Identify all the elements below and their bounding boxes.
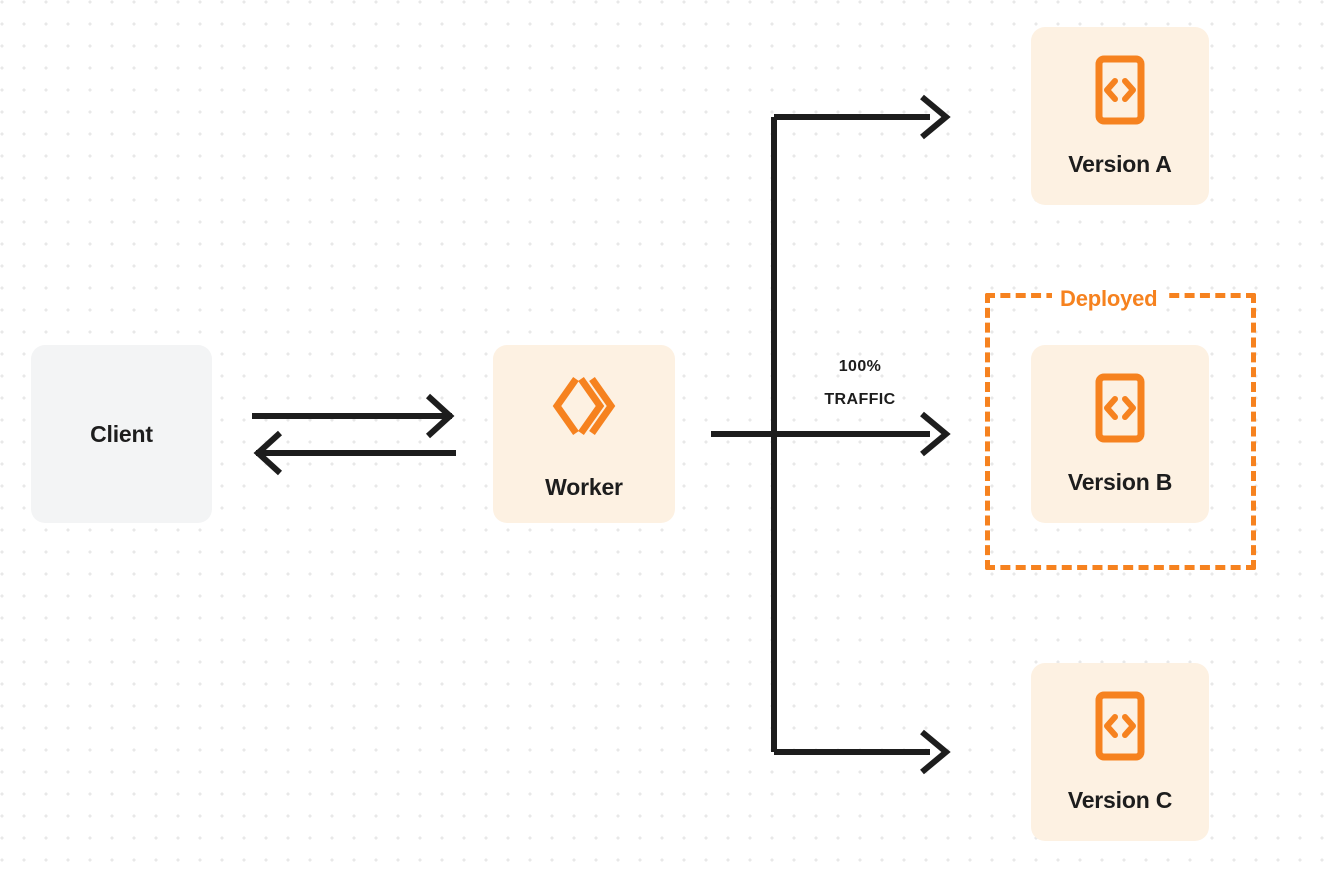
traffic-label: 100% TRAFFIC xyxy=(790,350,930,416)
node-version-c[interactable]: Version C xyxy=(1031,663,1209,841)
edge-head-version-b xyxy=(920,411,951,457)
node-version-a[interactable]: Version A xyxy=(1031,27,1209,205)
edge-worker-to-client xyxy=(253,430,456,476)
node-version-a-label: Version A xyxy=(1068,151,1172,177)
edge-head-version-a xyxy=(920,94,951,140)
traffic-percent: 100% xyxy=(838,358,882,375)
deployed-group-label: Deployed xyxy=(1052,285,1166,313)
node-version-b[interactable]: Version B xyxy=(1031,345,1209,523)
node-version-c-label: Version C xyxy=(1067,787,1173,813)
code-document-icon xyxy=(1089,690,1151,767)
traffic-unit: TRAFFIC xyxy=(824,391,896,408)
edge-head-version-c xyxy=(920,729,951,775)
node-worker-label: Worker xyxy=(545,474,623,500)
node-worker[interactable]: Worker xyxy=(493,345,675,523)
code-document-icon xyxy=(1089,372,1151,449)
edge-client-to-worker xyxy=(252,393,455,439)
node-client-label: Client xyxy=(90,420,153,447)
cloudflare-workers-logo-icon xyxy=(545,367,623,450)
node-client[interactable]: Client xyxy=(31,345,212,523)
edge-worker-trunk xyxy=(711,114,930,755)
code-document-icon xyxy=(1089,54,1151,131)
node-version-b-label: Version B xyxy=(1067,469,1173,495)
